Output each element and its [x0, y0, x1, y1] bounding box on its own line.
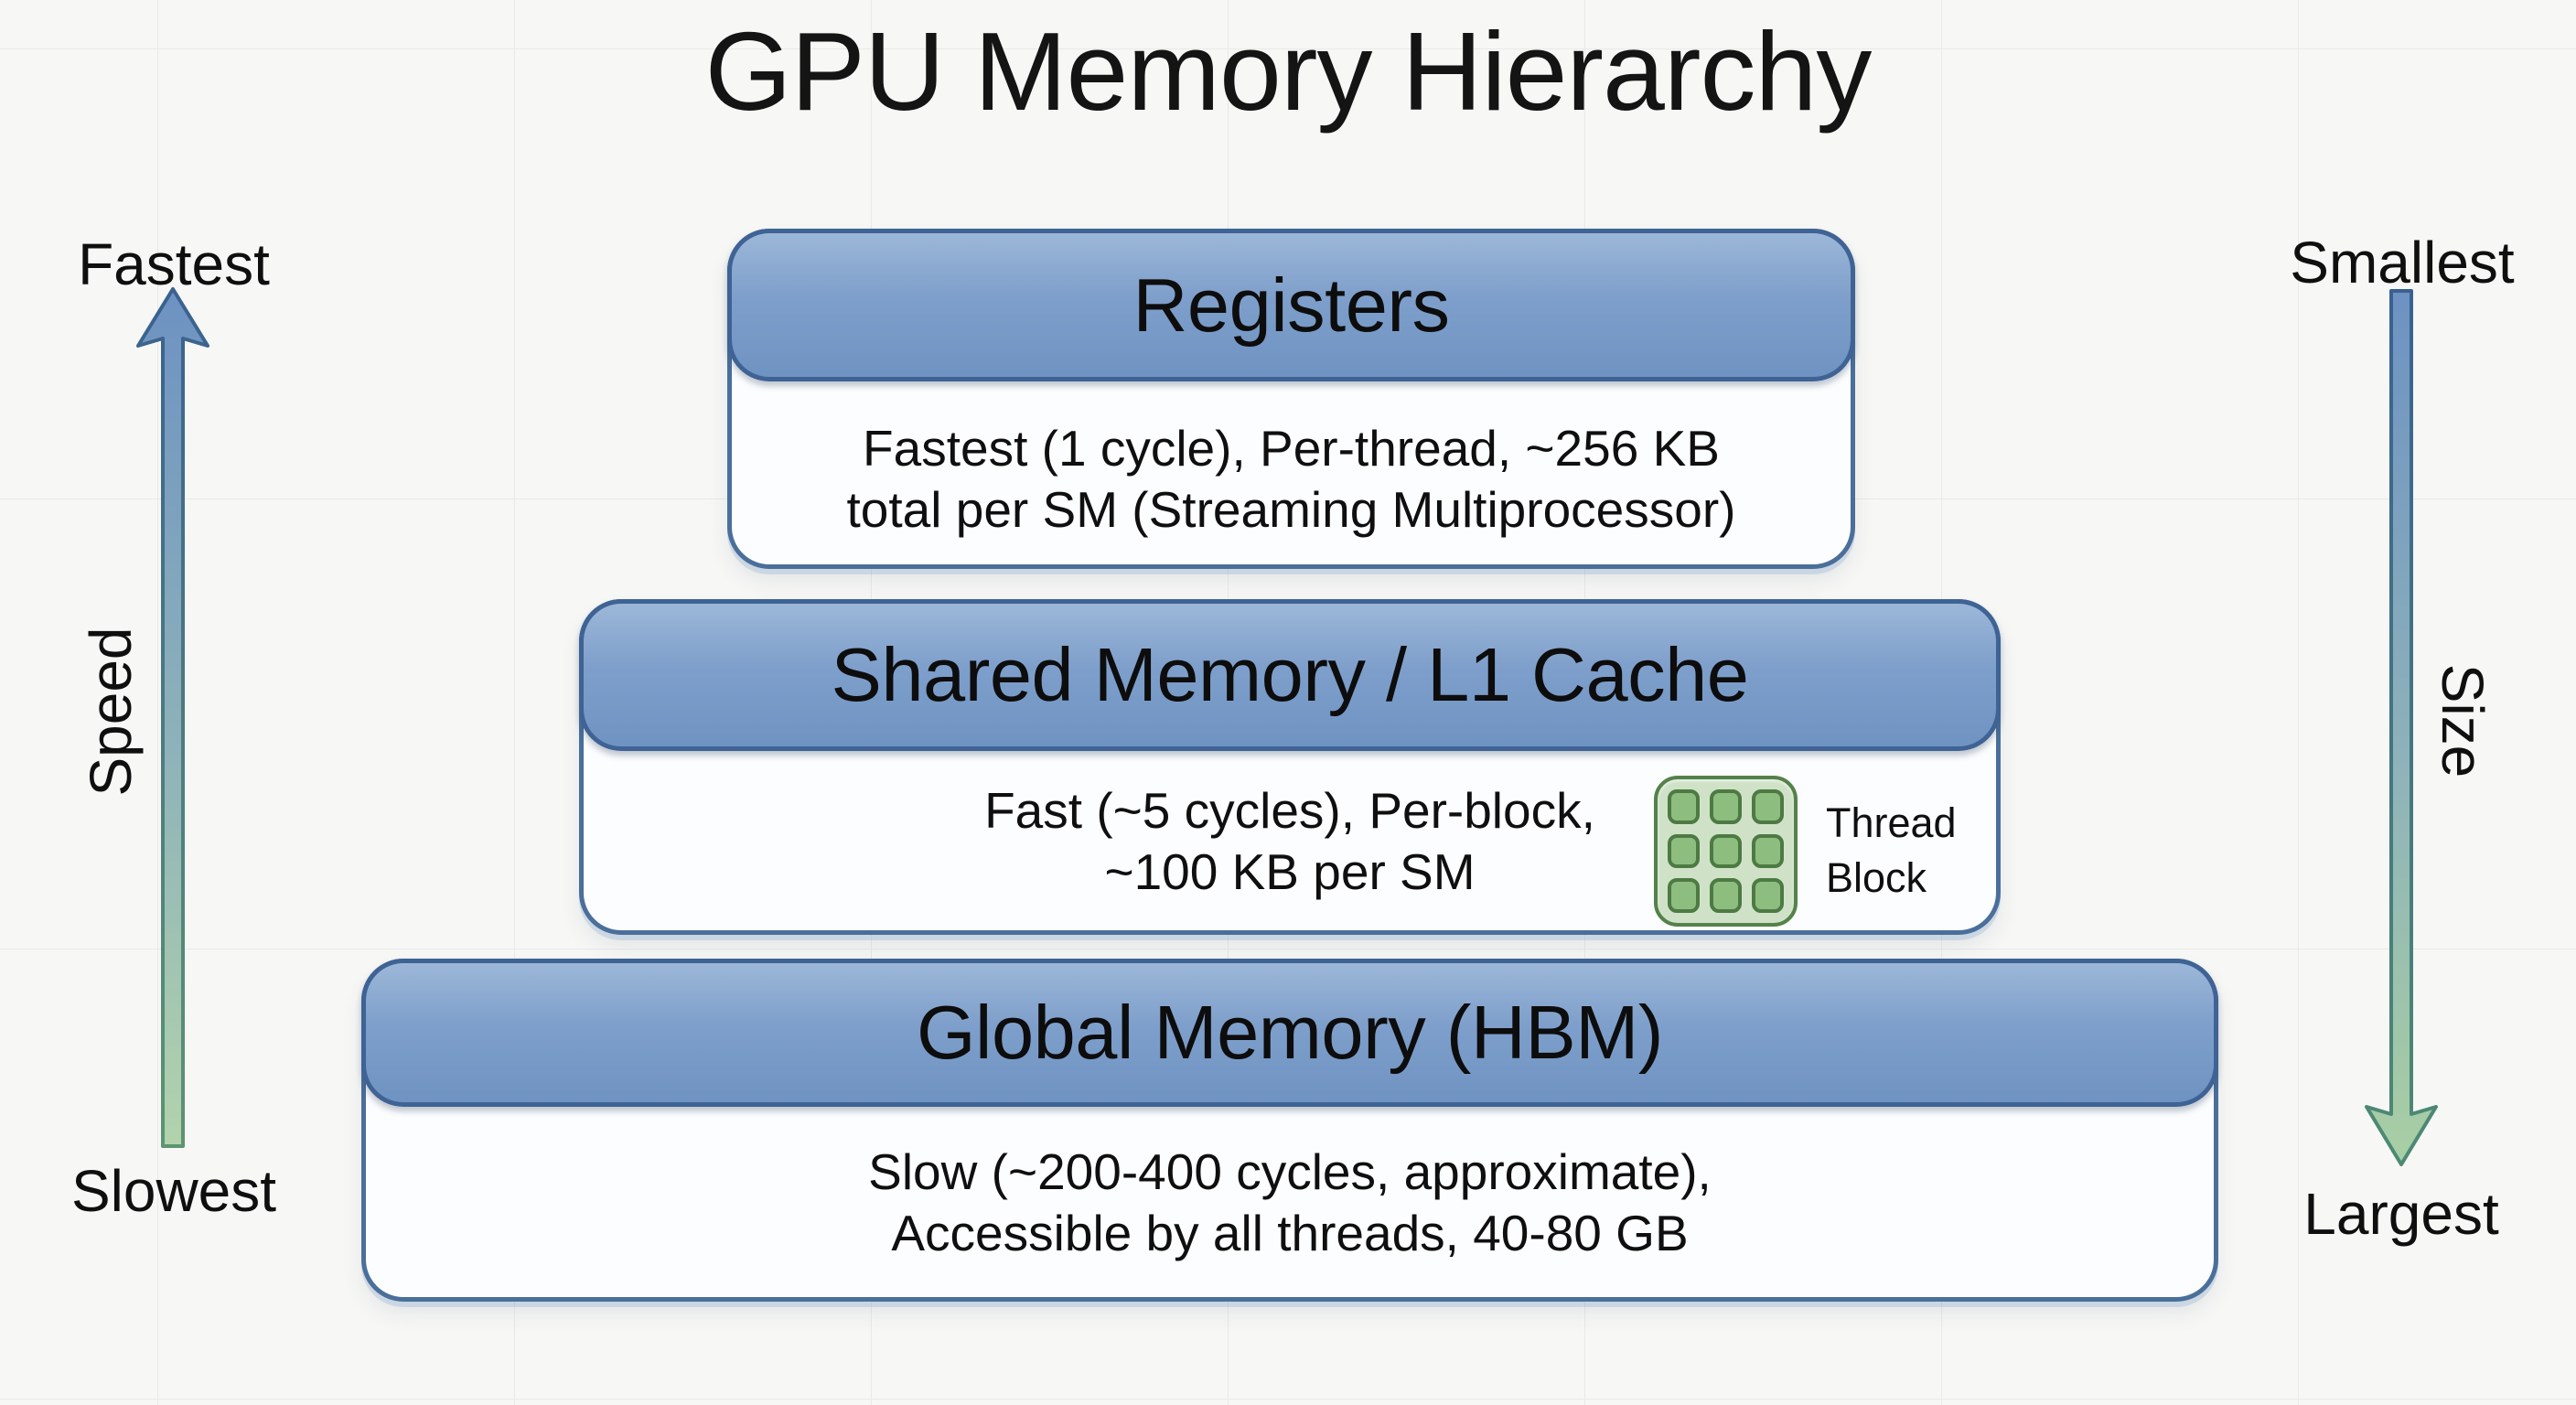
thread-cell: [1752, 789, 1784, 824]
description-line: Accessible by all threads, 40-80 GB: [891, 1204, 1689, 1261]
tier-shared-memory-header: Shared Memory / L1 Cache: [579, 599, 2001, 751]
thread-cell: [1752, 833, 1784, 869]
thread-cell: [1752, 878, 1784, 913]
thread-cell: [1668, 833, 1700, 869]
tier-global-memory-title: Global Memory (HBM): [916, 990, 1664, 1075]
tier-shared-memory-description: Fast (~5 cycles), Per-block, ~100 KB per…: [584, 756, 1996, 927]
description-line: Fast (~5 cycles), Per-block,: [984, 781, 1595, 839]
tier-global-memory-header: Global Memory (HBM): [361, 959, 2218, 1107]
thread-block-label-line: Thread: [1826, 799, 1957, 846]
size-arrow-down-icon: [2365, 289, 2438, 1166]
tier-global-memory: Global Memory (HBM) Slow (~200-400 cycle…: [361, 959, 2218, 1302]
speed-arrow-up-icon: [136, 287, 209, 1148]
thread-block-label: Thread Block: [1826, 796, 1957, 906]
description-line: Slow (~200-400 cycles, approximate),: [868, 1142, 1712, 1200]
tier-shared-memory-title: Shared Memory / L1 Cache: [831, 632, 1749, 717]
page-title: GPU Memory Hierarchy: [704, 9, 1873, 134]
thread-block-label-line: Block: [1826, 854, 1927, 901]
thread-cell: [1710, 833, 1742, 869]
description-line: ~100 KB per SM: [1104, 842, 1476, 900]
description-line: Fastest (1 cycle), Per-thread, ~256 KB: [863, 419, 1720, 477]
thread-cell: [1668, 878, 1700, 913]
tier-shared-memory: Shared Memory / L1 Cache Fast (~5 cycles…: [579, 599, 2001, 935]
tier-registers-title: Registers: [1132, 262, 1450, 348]
description-line: total per SM (Streaming Multiprocessor): [846, 480, 1736, 538]
tier-registers: Registers Fastest (1 cycle), Per-thread,…: [727, 229, 1855, 569]
thread-cell: [1710, 878, 1742, 913]
tier-registers-header: Registers: [727, 229, 1855, 381]
size-axis-label: Size: [2430, 663, 2496, 778]
size-smallest-label: Smallest: [2290, 230, 2515, 295]
tier-registers-description: Fastest (1 cycle), Per-thread, ~256 KB t…: [732, 386, 1851, 561]
speed-fastest-label: Fastest: [78, 231, 270, 297]
speed-axis-label: Speed: [78, 627, 144, 797]
thread-cell: [1710, 789, 1742, 824]
size-largest-label: Largest: [2303, 1181, 2499, 1247]
thread-cell: [1668, 789, 1700, 824]
speed-slowest-label: Slowest: [70, 1158, 277, 1224]
thread-block-grid-icon: [1654, 776, 1798, 927]
tier-global-memory-description: Slow (~200-400 cycles, approximate), Acc…: [366, 1111, 2214, 1293]
